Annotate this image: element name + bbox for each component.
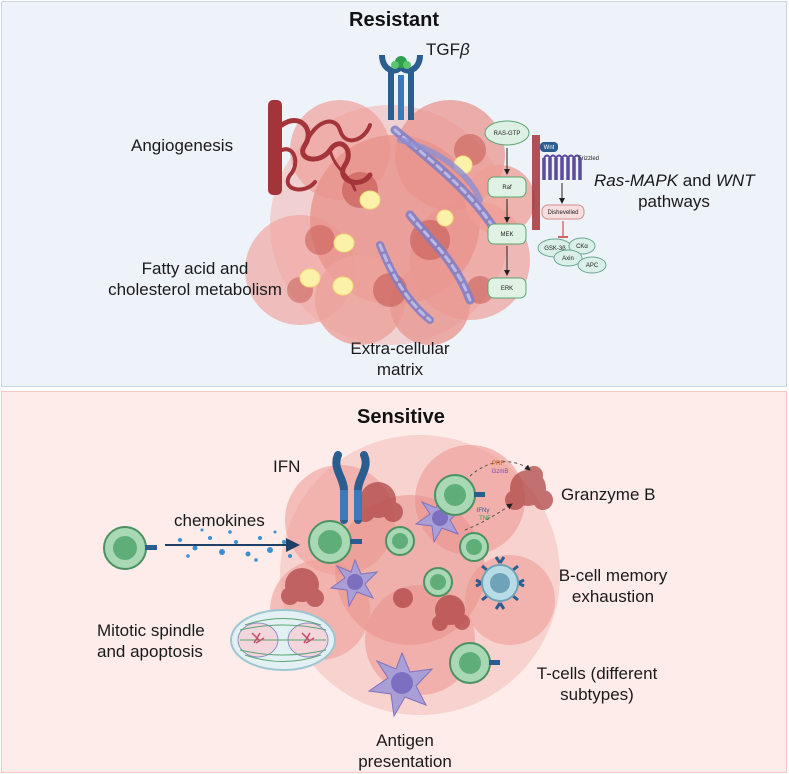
tgf-beta-prefix: TGF bbox=[426, 40, 460, 59]
ifng-label: IFNγ bbox=[477, 508, 490, 514]
tgf-beta-label: TGFβ bbox=[426, 39, 470, 60]
raf-label: Raf bbox=[502, 185, 512, 191]
dishevelled-label: Dishevelled bbox=[547, 210, 578, 216]
t-cell-entering bbox=[103, 526, 157, 570]
ecm-line1: Extra-cellular bbox=[350, 339, 450, 358]
sensitive-title: Sensitive bbox=[357, 406, 445, 428]
angiogenesis-label: Angiogenesis bbox=[131, 136, 234, 155]
ecm-label: Extra-cellular matrix bbox=[330, 338, 470, 380]
t-cell-mid1 bbox=[385, 526, 415, 556]
t-cells bbox=[103, 474, 500, 684]
antigen-label: Antigen presentation bbox=[345, 730, 465, 772]
t-cell-granzyme bbox=[434, 474, 485, 516]
t-cell-mid2 bbox=[459, 532, 489, 562]
ecm-line2: matrix bbox=[376, 360, 424, 379]
ck1a-label: CKα bbox=[576, 244, 588, 250]
axin-label: Axin bbox=[562, 256, 574, 262]
tgf-beta-symbol: β bbox=[460, 40, 470, 59]
t-cells-line1: T-cells (different bbox=[536, 664, 658, 683]
ifn-label: IFN bbox=[273, 457, 301, 476]
dendritic-cell-left bbox=[329, 558, 379, 608]
ras-gtp-label: RAS-GTP bbox=[494, 131, 521, 137]
wnt-pathway: Wnt Frizzled Dishevelled GSK-3β CKα Axin… bbox=[532, 135, 607, 274]
antigen-line2: presentation bbox=[358, 752, 452, 771]
granzyme-b-label: Granzyme B bbox=[561, 485, 656, 504]
b-cell-line2: exhaustion bbox=[571, 587, 655, 606]
apc-label: APC bbox=[586, 263, 599, 269]
resistant-title: Resistant bbox=[349, 9, 440, 31]
pathways-and: and bbox=[678, 171, 716, 190]
fatty-acid-line2: cholesterol metabolism bbox=[108, 280, 282, 299]
t-cells-line2: subtypes) bbox=[560, 685, 634, 704]
frizzled-label: Frizzled bbox=[578, 156, 599, 162]
t-cell-subtype bbox=[449, 642, 500, 684]
b-cell bbox=[475, 556, 525, 610]
b-cell-line1: B-cell memory bbox=[558, 566, 668, 585]
gzmb-label: GzmB bbox=[492, 469, 509, 475]
ifn-receptor bbox=[332, 451, 370, 524]
ras-mapk-cascade: RAS-GTP Raf MEK ERK bbox=[484, 120, 530, 299]
fatty-acid-label: Fatty acid and cholesterol metabolism bbox=[100, 258, 290, 300]
mitotic-label: Mitotic spindle and apoptosis bbox=[97, 620, 205, 662]
mitotic-line1: Mitotic spindle bbox=[97, 621, 205, 640]
erk-label: ERK bbox=[501, 286, 513, 292]
pathways-line1: Ras-MAPK and WNT bbox=[594, 170, 755, 191]
cytotoxic-release: PRF GzmB IFNγ TNF bbox=[464, 461, 531, 531]
mek-label: MEK bbox=[500, 232, 513, 238]
chemokine-particles bbox=[178, 528, 292, 562]
mitotic-cell bbox=[230, 609, 336, 671]
tgf-beta-receptor bbox=[379, 54, 423, 120]
pathways-line2: pathways bbox=[638, 192, 710, 211]
t-cells-label: T-cells (different subtypes) bbox=[522, 663, 672, 705]
ras-mapk-text: Ras-MAPK bbox=[594, 171, 679, 190]
ecm-fibers bbox=[376, 125, 500, 324]
wnt-ligand-label: Wnt bbox=[544, 145, 555, 151]
wnt-text: WNT bbox=[715, 171, 755, 190]
tnf-label: TNF bbox=[479, 516, 491, 522]
pathways-label: Ras-MAPK and WNT pathways bbox=[594, 170, 755, 212]
antigen-line1: Antigen bbox=[376, 731, 434, 750]
dendritic-cell-bottom bbox=[367, 651, 434, 718]
perforin-label: PRF bbox=[492, 461, 504, 467]
gsk3b-label: GSK-3β bbox=[544, 246, 566, 252]
blood-vessel bbox=[268, 100, 373, 195]
b-cell-label: B-cell memory exhaustion bbox=[548, 565, 678, 607]
lipid-droplets bbox=[299, 155, 473, 296]
fatty-acid-line1: Fatty acid and bbox=[141, 259, 249, 278]
t-cell-mid3 bbox=[423, 567, 453, 597]
mitotic-line2: and apoptosis bbox=[97, 642, 203, 661]
chemokines-label: chemokines bbox=[174, 511, 265, 530]
dendritic-cells bbox=[329, 494, 464, 718]
t-cell-ifn bbox=[308, 520, 362, 564]
